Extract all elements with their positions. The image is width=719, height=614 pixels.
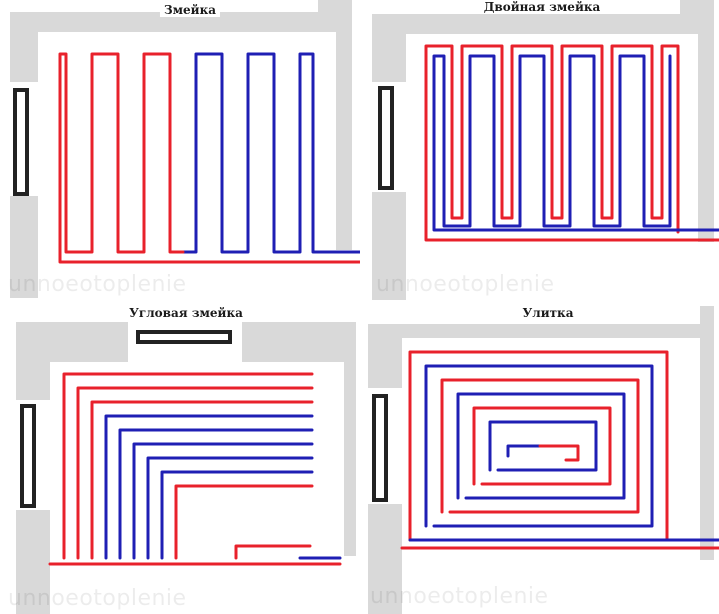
spiral-ring-6 — [488, 420, 598, 472]
double-zmeyka-diagram — [372, 0, 719, 300]
wall-right-top-cap — [318, 0, 352, 12]
window-glass — [382, 90, 390, 186]
spiral-center-supply — [538, 444, 580, 462]
watermark: unnoeotoplenie — [376, 272, 555, 297]
spiral-center-return — [506, 444, 542, 458]
wall-top — [368, 324, 714, 338]
panel-title-zmeyka: Змейка — [159, 3, 221, 17]
panel-double-zmeyka: Двойная змейка unnoeotoplenie — [362, 0, 719, 300]
pipe-loop-1 — [62, 372, 314, 560]
panel-zmeyka: Змейка unnoeotoplenie — [0, 0, 360, 300]
spiral-ring-2 — [424, 364, 654, 528]
return-pipe — [432, 54, 719, 232]
top-window — [128, 320, 242, 364]
top-window-glass — [140, 334, 228, 340]
left-window — [14, 400, 50, 510]
window-glass — [17, 92, 25, 192]
window-glass — [376, 398, 384, 498]
wall-top — [372, 14, 712, 34]
watermark: unnoeotoplenie — [8, 272, 187, 297]
pipe-loop-6 — [132, 442, 314, 560]
pipe-loop-2 — [76, 386, 314, 560]
supply-pipe — [424, 44, 719, 242]
window — [8, 82, 42, 196]
watermark: unnoeotoplenie — [370, 584, 549, 609]
panel-title-ulitka: Улитка — [518, 306, 578, 320]
pipes — [58, 52, 360, 264]
pipe-loop-3 — [90, 400, 314, 560]
pipe-inner-loop — [234, 544, 312, 560]
panel-corner-zmeyka: Угловая змейка unnoeotoplenie — [0, 306, 360, 614]
panel-title-corner-zmeyka: Угловая змейка — [125, 306, 247, 320]
pipe-loop-4 — [104, 414, 314, 560]
window — [372, 82, 406, 192]
wall-right — [336, 0, 352, 250]
window — [368, 388, 402, 504]
panel-ulitka: Улитка unnoeotoplenie — [362, 306, 719, 614]
corner-zmeyka-diagram — [14, 320, 356, 614]
wall-right — [698, 0, 714, 242]
wall-right-top-cap — [680, 0, 714, 14]
pipe-loop-8 — [160, 470, 314, 560]
wall-top — [10, 12, 352, 32]
pipes — [400, 350, 719, 550]
ulitka-diagram — [368, 306, 719, 614]
pipe-loop-9 — [174, 484, 314, 560]
spiral-ring-4 — [456, 392, 626, 500]
zmeyka-diagram — [8, 0, 360, 298]
pipe-loop-5 — [118, 428, 314, 560]
pipe-loop-7 — [146, 456, 314, 560]
walls — [16, 322, 356, 614]
panel-title-double-zmeyka: Двойная змейка — [479, 0, 605, 14]
spiral-ring-5 — [472, 406, 612, 486]
spiral-ring-3 — [440, 378, 640, 514]
watermark: unnoeotoplenie — [8, 586, 187, 611]
left-window-glass — [24, 408, 32, 504]
return-pipe — [181, 52, 360, 254]
wall-right — [700, 306, 714, 560]
wall-right — [344, 322, 356, 556]
pipes — [424, 44, 719, 242]
supply-pipe — [58, 52, 360, 264]
pipes — [48, 372, 342, 566]
